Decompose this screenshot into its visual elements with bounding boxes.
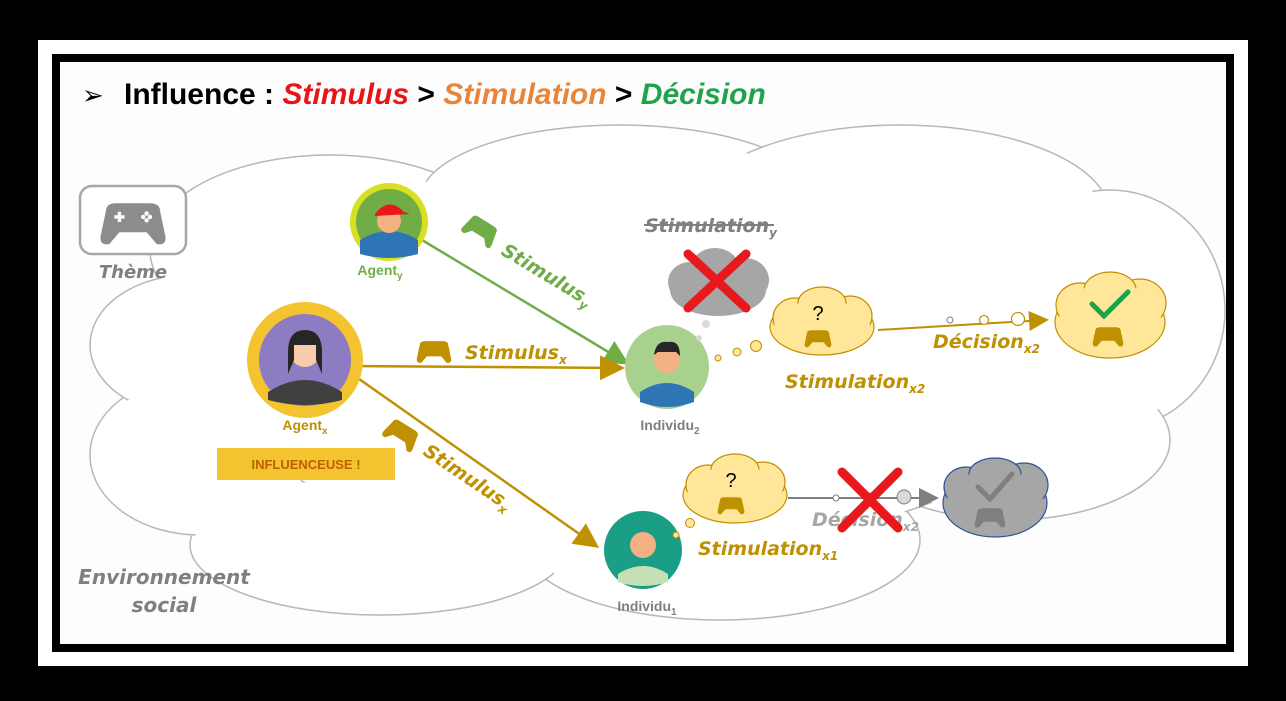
arrow-agent-x-to-individu1 — [351, 372, 600, 548]
stimulation-x1-label: Stimulationx1 — [698, 538, 838, 563]
question-mark: ? — [725, 470, 736, 492]
page-title: Influence : Stimulus > Stimulation > Déc… — [124, 78, 766, 111]
check-icon — [1089, 289, 1131, 320]
agent-x-label: Agentx — [282, 417, 328, 437]
environment-label-line1: Environnement — [78, 565, 251, 589]
stimulation-y-label: Stimulationy — [645, 215, 778, 240]
cross-icon — [683, 249, 751, 313]
individu2-avatar — [625, 325, 709, 409]
individu1-label: Individu1 — [617, 598, 677, 618]
influenceuse-badge — [217, 448, 395, 480]
theme-label: Thème — [99, 262, 167, 283]
title-bullet-icon: ➢ — [82, 80, 104, 110]
arrow-agent-x-to-individu2 — [349, 355, 625, 381]
stimulation-x2-label: Stimulationx2 — [785, 371, 925, 396]
agent-y-label: Agenty — [357, 262, 403, 282]
cross-icon — [837, 467, 903, 533]
check-icon — [975, 471, 1015, 503]
theme-box — [78, 184, 188, 256]
agent-y-avatar — [350, 183, 428, 261]
stimulus-x-mid-label: Stimulusx — [465, 342, 568, 367]
gamepad-icon — [100, 203, 166, 245]
decision-x2-label: Décisionx2 — [933, 331, 1040, 356]
question-mark: ? — [812, 303, 823, 325]
arrow-agent-y-to-individu2 — [421, 238, 630, 365]
environment-label-line2: social — [132, 593, 198, 617]
individu2-label: Individu2 — [640, 417, 700, 437]
agent-x-avatar — [247, 302, 363, 418]
influenceuse-badge-text: INFLUENCEUSE ! — [251, 457, 360, 472]
individu1-avatar — [604, 511, 682, 589]
